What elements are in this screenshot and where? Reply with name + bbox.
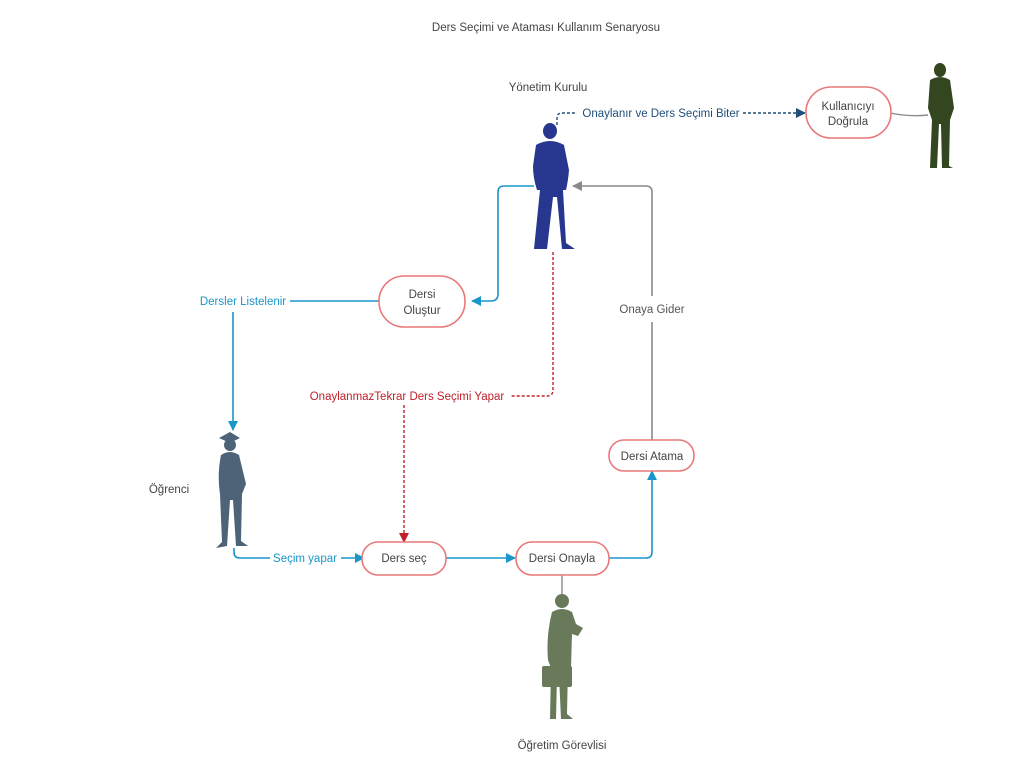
- teacher-with-briefcase-icon: [542, 594, 583, 719]
- node-ders-sec[interactable]: Ders seç: [361, 541, 447, 576]
- label-onaylanir: Onaylanır ve Ders Seçimi Biter: [582, 108, 739, 120]
- node-dersi-onayla[interactable]: Dersi Onayla: [515, 541, 610, 576]
- node-dersi-onayla-label: Dersi Onayla: [529, 553, 596, 565]
- edge-onayla-atama: [609, 470, 657, 559]
- label-onaya-gider: Onaya Gider: [619, 304, 684, 316]
- actor-ogrenci-label: Öğrenci: [149, 484, 189, 496]
- node-ders-sec-label: Ders seç: [381, 553, 427, 565]
- node-dersi-atama[interactable]: Dersi Atama: [608, 439, 695, 472]
- edge-secim-yapar-start: [233, 548, 270, 559]
- edge-yonetim-dersi-olustur: [471, 185, 534, 306]
- node-dersi-olustur-line1: Dersi: [409, 289, 436, 301]
- node-dersi-olustur[interactable]: Dersi Oluştur: [378, 275, 466, 328]
- edge-onaylanmaz-start: [510, 252, 554, 397]
- edge-onaylanir-start: [556, 112, 577, 125]
- node-dersi-atama-label: Dersi Atama: [621, 451, 684, 463]
- diagram-title: Ders Seçimi ve Ataması Kullanım Senaryos…: [432, 22, 660, 34]
- label-dersler-listelenir: Dersler Listelenir: [200, 296, 286, 308]
- node-kullaniciyi-dogrula-line2: Doğrula: [828, 116, 869, 128]
- label-secim-yapar: Seçim yapar: [273, 553, 337, 565]
- man-standing-icon: [928, 63, 954, 168]
- graduate-icon: [216, 432, 248, 548]
- node-dersi-olustur-line2: Oluştur: [403, 305, 440, 317]
- label-onaylanmaz: OnaylanmazTekrar Ders Seçimi Yapar: [310, 391, 505, 403]
- businessman-icon: [533, 123, 575, 249]
- node-kullaniciyi-dogrula-line1: Kullanıcıyı: [821, 101, 874, 113]
- actor-ogretim-label: Öğretim Görevlisi: [518, 740, 607, 752]
- edge-onaya-gider-end: [572, 181, 653, 296]
- edge-kullanici-figure: [889, 112, 929, 117]
- node-kullaniciyi-dogrula[interactable]: Kullanıcıyı Doğrula: [805, 86, 892, 139]
- actor-yonetim-label: Yönetim Kurulu: [509, 82, 588, 94]
